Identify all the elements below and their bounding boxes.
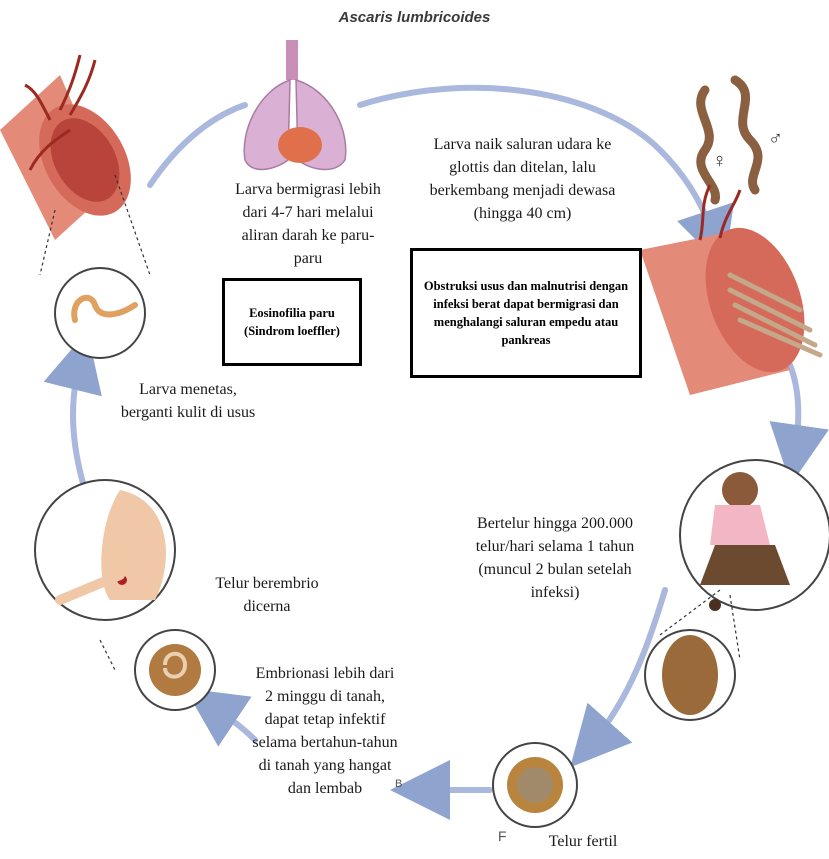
box-eosinophilia: Eosinofilia paru (Sindrom loeffler) xyxy=(222,278,362,366)
caption-hatch: Larva menetas, berganti kulit di usus xyxy=(118,378,258,424)
fertile-egg-illustration xyxy=(493,743,577,827)
intestine-left-illustration xyxy=(0,55,150,358)
caption-fertile-egg: Telur fertil xyxy=(528,830,638,853)
male-symbol: ♂ xyxy=(768,128,783,151)
female-symbol: ♀ xyxy=(712,150,727,173)
caption-embryonation: Embrionasi lebih dari 2 minggu di tanah,… xyxy=(250,662,400,800)
label-f: F xyxy=(498,828,507,844)
box-obstruction: Obstruksi usus dan malnutrisi dengan inf… xyxy=(410,248,642,378)
arrow-hatch-to-lung xyxy=(150,105,245,185)
label-b: B xyxy=(395,778,402,790)
caption-lung-migration: Larva bermigrasi lebih dari 4-7 hari mel… xyxy=(228,178,388,270)
lungs-illustration xyxy=(244,40,346,169)
caption-eggs-laid: Bertelur hingga 200.000 telur/hari selam… xyxy=(455,512,655,604)
intestine-right-illustration xyxy=(640,185,823,395)
adult-worms-illustration xyxy=(701,80,758,200)
arrow-soil-to-ingest xyxy=(210,705,255,740)
caption-ingested: Telur berembrio dicerna xyxy=(212,572,322,618)
arrow-adult-to-defecation xyxy=(790,365,798,455)
arrow-ingest-to-hatch xyxy=(73,360,85,490)
defecation-scene-illustration xyxy=(680,460,829,611)
embryonated-egg-illustration xyxy=(135,630,215,710)
caption-swallow-adult: Larva naik saluran udara ke glottis dan … xyxy=(415,133,630,225)
